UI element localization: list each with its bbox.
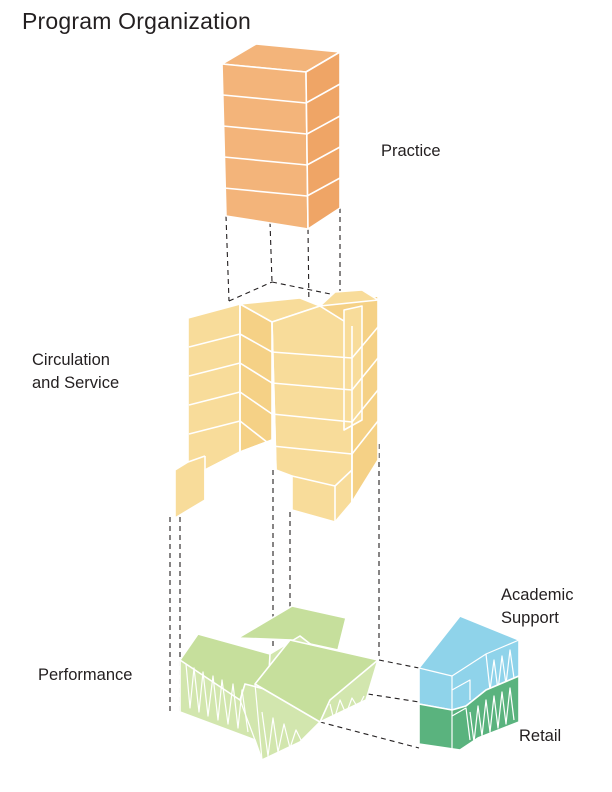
label-academic-line2: Support bbox=[501, 609, 559, 627]
label-retail-text: Retail bbox=[519, 727, 562, 745]
label-academic-support: Academic Support bbox=[501, 584, 573, 630]
label-performance: Performance bbox=[38, 664, 132, 687]
label-circulation-line1: Circulation bbox=[32, 351, 110, 369]
label-retail: Retail bbox=[519, 725, 561, 748]
label-practice-text: Practice bbox=[381, 142, 441, 160]
label-performance-text: Performance bbox=[38, 666, 133, 684]
label-circulation-and-service: Circulation and Service bbox=[32, 349, 119, 395]
label-academic-line1: Academic bbox=[501, 586, 574, 604]
performance-block bbox=[179, 605, 379, 761]
practice-block bbox=[221, 43, 341, 230]
label-practice: Practice bbox=[381, 140, 441, 163]
label-circulation-line2: and Service bbox=[32, 374, 120, 392]
circulation-block bbox=[174, 289, 379, 523]
retail-block bbox=[418, 675, 520, 751]
diagram-title: Program Organization bbox=[22, 8, 251, 34]
